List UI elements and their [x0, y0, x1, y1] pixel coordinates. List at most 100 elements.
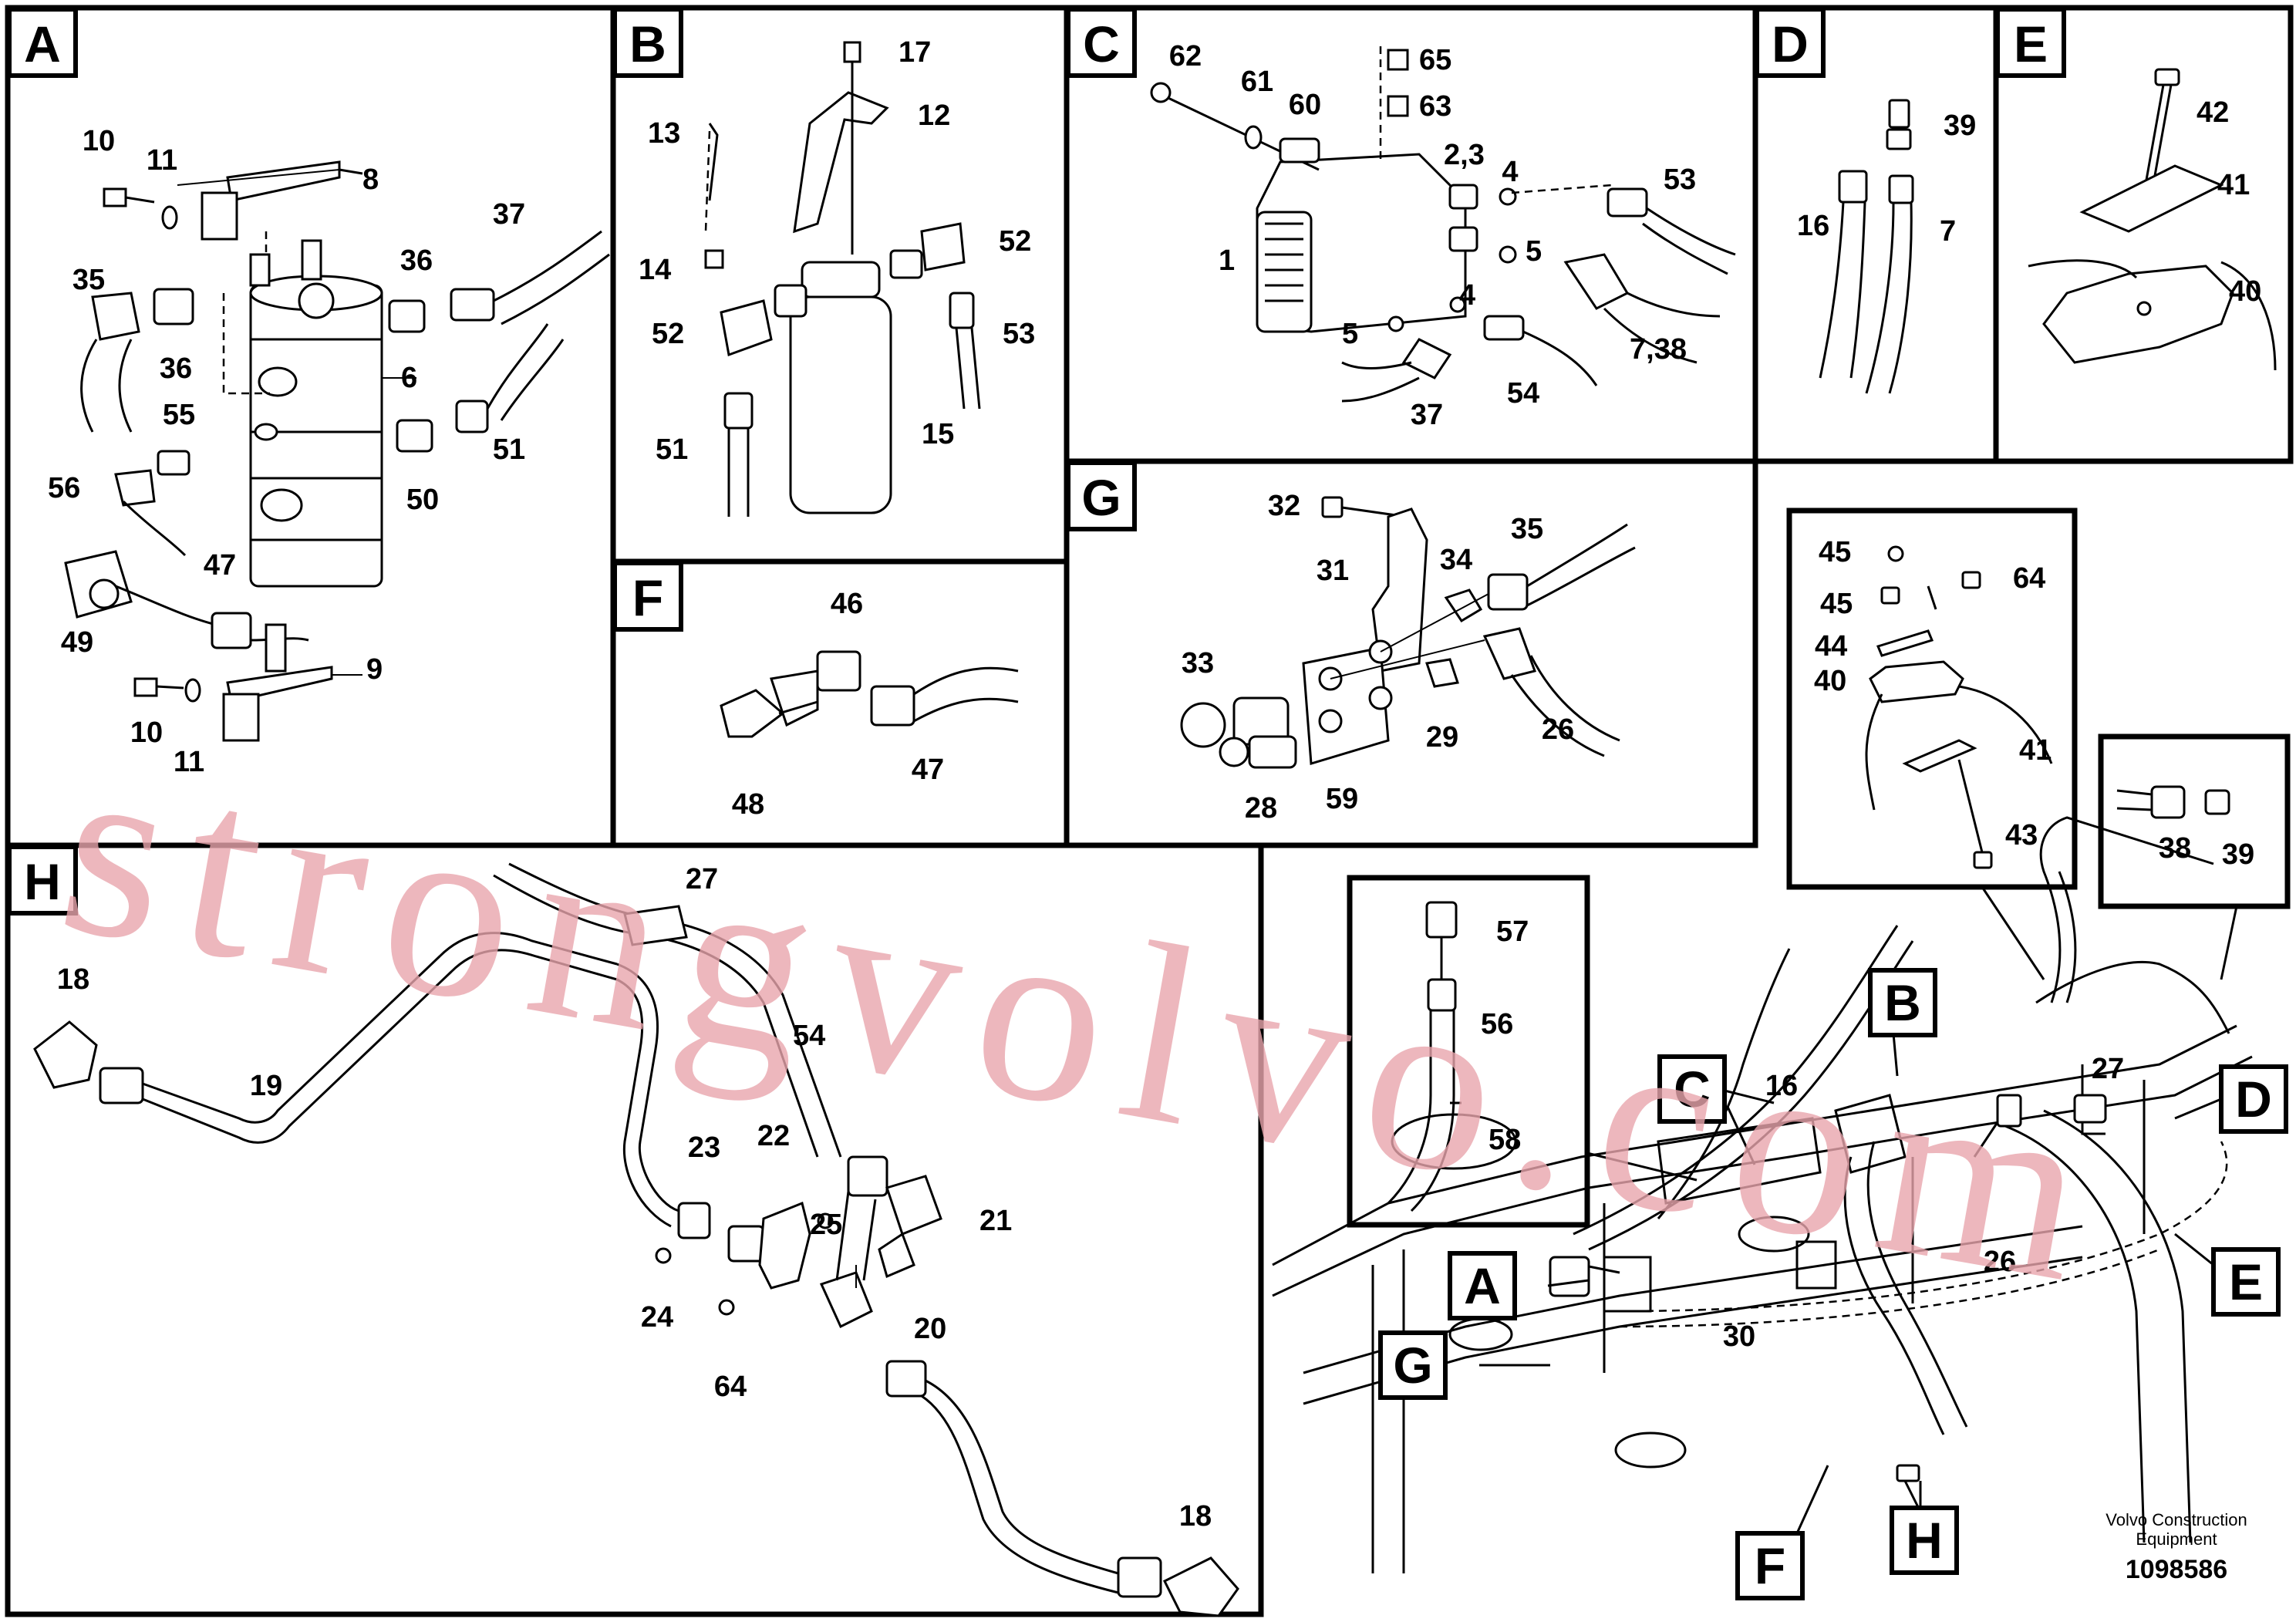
svg-text:2,3: 2,3	[1444, 139, 1485, 171]
svg-text:52: 52	[999, 225, 1031, 258]
svg-text:Equipment: Equipment	[2136, 1529, 2217, 1549]
svg-text:47: 47	[912, 754, 944, 786]
overview-letter-b: B	[1868, 968, 1937, 1037]
svg-text:34: 34	[1440, 544, 1472, 576]
overview-letter-c: C	[1657, 1054, 1727, 1124]
svg-text:60: 60	[1289, 89, 1321, 121]
panel-c-callouts: 62 61 60 65 63 2,3 4 53 1 5 4 5 37 54 7,…	[1169, 40, 1696, 431]
svg-text:55: 55	[163, 399, 195, 431]
svg-text:C: C	[1083, 15, 1120, 73]
svg-text:45: 45	[1819, 536, 1851, 568]
panel-d-drawing	[1819, 99, 1914, 394]
svg-text:40: 40	[2229, 275, 2261, 308]
panel-letter-a: A	[7, 7, 78, 78]
overview-letter-e: E	[2211, 1247, 2281, 1317]
svg-text:16: 16	[1797, 210, 1829, 242]
svg-text:32: 32	[1268, 490, 1300, 522]
svg-text:4: 4	[1502, 156, 1518, 188]
svg-text:5: 5	[1526, 235, 1542, 268]
panel-g-drawing	[1180, 496, 1636, 769]
svg-text:1: 1	[1219, 244, 1235, 277]
overview-letter-a: A	[1448, 1251, 1517, 1320]
panel-letter-d: D	[1755, 7, 1826, 78]
watermark: strongvolvo.com	[44, 703, 2126, 1339]
panel-b-callouts: 17 13 12 52 14 52 53 51 15	[639, 36, 1035, 466]
svg-text:H: H	[24, 853, 61, 910]
svg-text:13: 13	[648, 117, 680, 150]
svg-text:63: 63	[1419, 90, 1451, 123]
svg-text:64: 64	[2013, 562, 2045, 595]
svg-text:57: 57	[1496, 916, 1529, 948]
svg-text:41: 41	[2019, 734, 2052, 767]
svg-text:38: 38	[2159, 832, 2191, 865]
panel-letter-f: F	[612, 561, 683, 632]
panel-letter-g: G	[1066, 460, 1137, 531]
panel-e-callouts: 42 41 40	[2197, 96, 2261, 308]
svg-text:10: 10	[130, 717, 163, 749]
svg-text:36: 36	[160, 352, 192, 385]
svg-text:56: 56	[48, 472, 80, 504]
svg-text:26: 26	[1542, 713, 1574, 746]
svg-text:53: 53	[1003, 318, 1035, 350]
svg-text:35: 35	[72, 264, 105, 296]
footer-brand: Volvo Construction Equipment 1098586	[2106, 1510, 2247, 1584]
svg-text:7,38: 7,38	[1630, 333, 1687, 366]
svg-text:11: 11	[147, 144, 177, 177]
svg-text:47: 47	[204, 549, 236, 582]
svg-text:36: 36	[400, 244, 433, 277]
svg-text:7: 7	[1940, 215, 1956, 248]
svg-text:61: 61	[1241, 66, 1273, 98]
overview-letter-d: D	[2219, 1064, 2288, 1134]
svg-text:54: 54	[1507, 377, 1539, 410]
svg-text:20: 20	[914, 1313, 946, 1345]
svg-text:G: G	[1081, 469, 1121, 526]
svg-text:30: 30	[1723, 1320, 1755, 1353]
svg-text:C: C	[1674, 1061, 1711, 1118]
svg-text:E: E	[2229, 1253, 2263, 1310]
svg-text:G: G	[1393, 1337, 1432, 1394]
svg-text:18: 18	[1179, 1500, 1212, 1533]
overview-letter-h: H	[1890, 1506, 1959, 1575]
svg-text:31: 31	[1317, 555, 1349, 587]
panel-letter-e: E	[1995, 7, 2066, 78]
panel-g-callouts: 32 31 34 35 33 29 26 28 59	[1182, 490, 1574, 824]
svg-text:44: 44	[1815, 630, 1847, 663]
svg-text:37: 37	[493, 198, 525, 231]
svg-text:10: 10	[83, 125, 115, 157]
panel-f-callouts: 46 48 47	[732, 588, 944, 821]
svg-text:22: 22	[757, 1120, 790, 1152]
svg-text:F: F	[632, 569, 663, 626]
svg-text:21: 21	[979, 1205, 1012, 1237]
svg-text:53: 53	[1664, 164, 1696, 196]
panel-d-callouts: 39 16 7	[1797, 110, 1976, 248]
svg-text:33: 33	[1182, 647, 1214, 679]
svg-text:4: 4	[1459, 279, 1475, 312]
overview-detail-sensor	[1387, 901, 1517, 1212]
svg-text:17: 17	[899, 36, 931, 69]
svg-text:27: 27	[686, 863, 718, 895]
panel-f-drawing	[720, 650, 1019, 738]
svg-text:65: 65	[1419, 44, 1451, 76]
svg-text:40: 40	[1814, 665, 1846, 697]
svg-text:49: 49	[61, 626, 93, 659]
svg-text:62: 62	[1169, 40, 1202, 73]
svg-text:23: 23	[688, 1131, 720, 1164]
svg-text:24: 24	[641, 1301, 673, 1334]
panel-h-callouts: 27 18 19 54 22 23 25 21 24 20 64 18	[57, 863, 1212, 1533]
svg-text:Volvo Construction: Volvo Construction	[2106, 1510, 2247, 1529]
svg-text:E: E	[2014, 15, 2048, 73]
svg-text:D: D	[1772, 15, 1809, 73]
svg-text:52: 52	[652, 318, 684, 350]
overview-letter-g: G	[1378, 1330, 1448, 1400]
svg-text:5: 5	[1342, 318, 1358, 350]
svg-text:46: 46	[831, 588, 863, 620]
svg-text:39: 39	[1944, 110, 1976, 142]
panel-letter-h: H	[7, 845, 78, 916]
svg-text:28: 28	[1245, 792, 1277, 824]
svg-text:B: B	[1884, 974, 1921, 1031]
svg-text:F: F	[1755, 1537, 1785, 1594]
svg-text:58: 58	[1489, 1124, 1521, 1156]
svg-text:25: 25	[810, 1209, 842, 1241]
overview-letter-f: F	[1735, 1531, 1805, 1600]
